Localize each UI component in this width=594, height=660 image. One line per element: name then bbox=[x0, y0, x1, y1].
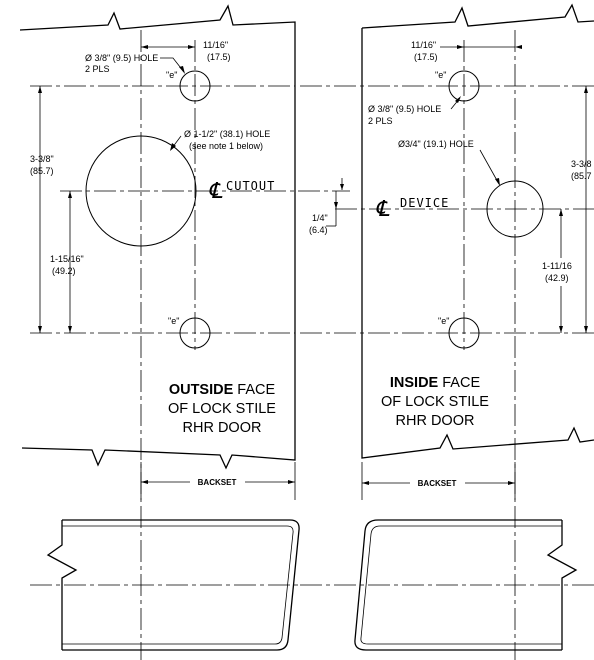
inside-section-break bbox=[546, 520, 578, 650]
outside-caption-bold: OUTSIDE bbox=[169, 382, 234, 398]
inside-lower-mm: (42.9) bbox=[545, 273, 569, 283]
outside-lower-arrow-top bbox=[68, 191, 72, 198]
inside-small-hole-count: 2 PLS bbox=[368, 116, 393, 126]
inside-caption-line1: INSIDE FACE bbox=[390, 375, 481, 391]
inside-top-dimension-mm: (17.5) bbox=[414, 52, 438, 62]
inside-lower-label-bg bbox=[538, 258, 580, 286]
outside-top-dimension-arrow-left bbox=[141, 45, 148, 49]
outside-bottom-small-hole bbox=[179, 317, 211, 349]
inside-backset-label-bg bbox=[410, 477, 465, 489]
outside-top-dimension-mm: (17.5) bbox=[207, 52, 231, 62]
outside-caption-line3: RHR DOOR bbox=[183, 420, 262, 436]
inside-backset-label: BACKSET bbox=[418, 479, 457, 488]
outside-height-arrow-top bbox=[38, 86, 42, 93]
outside-small-hole-leader-arrow bbox=[179, 66, 185, 74]
inside-backset-arrow-right bbox=[508, 481, 515, 485]
outside-e-label-bottom: "e" bbox=[168, 316, 179, 326]
outside-face-panel: 11/16" (17.5) Ø 3/8" (9.5) HOLE 2 PLS "e… bbox=[19, 4, 350, 660]
outside-top-dimension-frac: 11/16" bbox=[203, 40, 228, 50]
outside-height-arrow-bottom bbox=[38, 326, 42, 333]
offset-dimension-arrow bbox=[334, 202, 338, 209]
cutout-centerline-symbol: ℄ bbox=[208, 179, 223, 204]
device-centerline-label: DEVICE bbox=[400, 196, 449, 210]
inside-stile-section-inner bbox=[360, 525, 562, 645]
inside-stile-section-outer bbox=[354, 519, 562, 651]
outside-large-hole bbox=[85, 135, 197, 247]
inside-lower-arrow-top bbox=[559, 209, 563, 216]
inside-backset-arrow-left bbox=[362, 481, 369, 485]
inside-bottom-small-hole bbox=[448, 317, 480, 349]
outside-backset-label-bg bbox=[190, 476, 245, 488]
outside-stile-section-inner bbox=[62, 525, 294, 645]
outside-stile-section-outer bbox=[62, 519, 300, 651]
outside-large-hole-see-note: (see note 1 below) bbox=[189, 141, 263, 151]
inside-height-arrow-top bbox=[584, 86, 588, 93]
inside-device-hole-note: Ø3/4" (19.1) HOLE bbox=[398, 139, 474, 149]
inside-lower-arrow-bottom bbox=[559, 326, 563, 333]
inside-device-hole-leader-arrow bbox=[495, 178, 500, 186]
inside-device-hole-leader bbox=[479, 149, 500, 185]
inside-lower-frac: 1-11/16 bbox=[542, 261, 572, 271]
offset-dimension-mm: (6.4) bbox=[309, 225, 328, 235]
outside-small-hole-note: Ø 3/8" (9.5) HOLE bbox=[85, 53, 158, 63]
inside-top-dimension-frac: 11/16" bbox=[411, 40, 436, 50]
inside-top-small-hole bbox=[448, 70, 480, 102]
cutout-offset-tick-arrow bbox=[340, 184, 344, 190]
inside-caption-bold: INSIDE bbox=[390, 375, 439, 391]
inside-caption-line2: OF LOCK STILE bbox=[381, 394, 489, 410]
inside-height-arrow-bottom bbox=[584, 326, 588, 333]
inside-height-mm: (85.7 bbox=[571, 171, 592, 181]
offset-dimension-frac: 1/4" bbox=[312, 213, 328, 223]
outside-backset-label: BACKSET bbox=[198, 478, 237, 487]
outside-height-frac: 3-3/8" bbox=[30, 154, 54, 164]
outside-e-label-top: "e" bbox=[166, 70, 177, 80]
inside-caption-line3: RHR DOOR bbox=[396, 413, 475, 429]
inside-small-hole-leader-arrow bbox=[455, 96, 461, 103]
inside-stile-outline bbox=[361, 3, 594, 459]
outside-large-hole-leader-arrow bbox=[170, 143, 176, 151]
inside-caption-rest: FACE bbox=[438, 375, 480, 391]
inside-height-frac: 3-3/8 bbox=[571, 159, 592, 169]
inside-face-panel: 11/16" (17.5) "e" "e" Ø 3/8" (9.5) HOLE … bbox=[300, 3, 594, 660]
cutout-centerline-label: CUTOUT bbox=[226, 179, 275, 193]
outside-top-small-hole bbox=[179, 70, 211, 102]
outside-lower-frac: 1-15/16" bbox=[50, 254, 84, 264]
outside-backset-arrow-left bbox=[141, 480, 148, 484]
outside-small-hole-count: 2 PLS bbox=[85, 64, 110, 74]
outside-caption-rest: FACE bbox=[233, 382, 275, 398]
outside-section-break bbox=[46, 520, 78, 650]
outside-large-hole-note: Ø 1-1/2" (38.1) HOLE bbox=[184, 129, 270, 139]
outside-caption-line1: OUTSIDE FACE bbox=[169, 382, 276, 398]
inside-small-hole-note: Ø 3/8" (9.5) HOLE bbox=[368, 104, 441, 114]
device-centerline-symbol: ℄ bbox=[375, 197, 390, 222]
outside-lower-mm: (49.2) bbox=[52, 266, 76, 276]
outside-backset-arrow-right bbox=[288, 480, 295, 484]
outside-height-mm: (85.7) bbox=[30, 166, 54, 176]
outside-caption-line2: OF LOCK STILE bbox=[168, 401, 276, 417]
outside-lower-arrow-bottom bbox=[68, 326, 72, 333]
inside-e-label-top: "e" bbox=[435, 70, 446, 80]
inside-device-hole bbox=[486, 180, 544, 238]
outside-top-dimension-arrow-right bbox=[188, 45, 195, 49]
inside-top-dimension-arrow-right bbox=[515, 45, 522, 49]
inside-e-label-bottom: "e" bbox=[438, 316, 449, 326]
outside-stile-outline bbox=[19, 4, 296, 470]
